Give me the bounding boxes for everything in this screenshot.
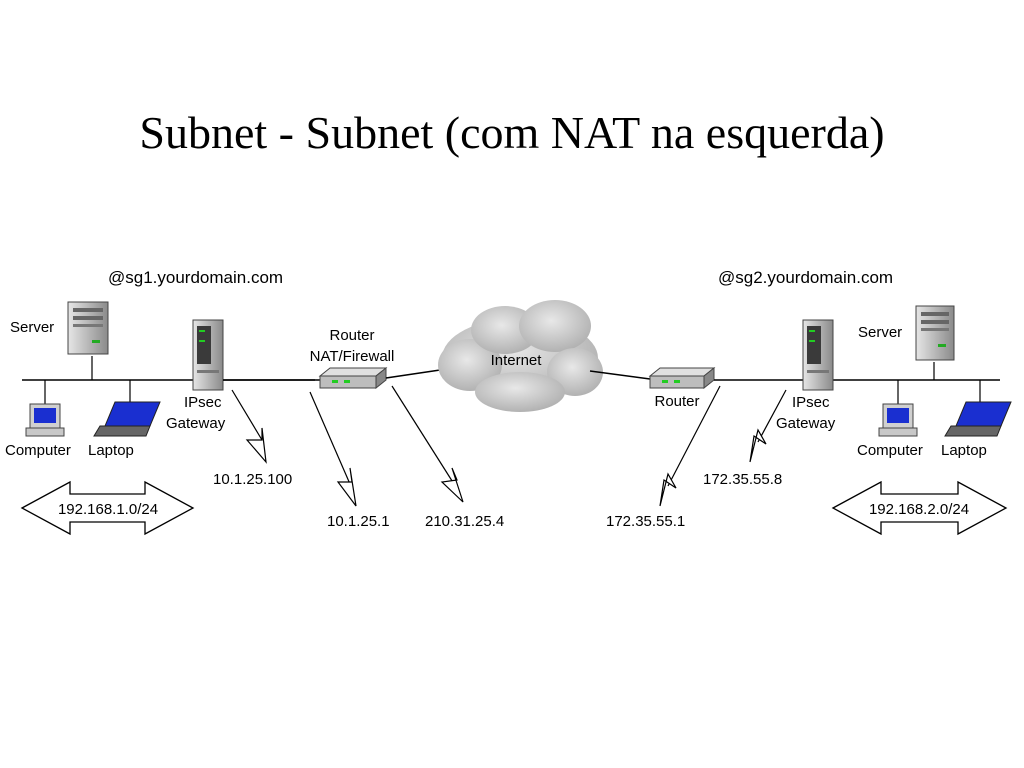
right-computer-label: Computer [857, 442, 923, 459]
right-gateway-ip-arrow [749, 389, 787, 463]
left-computer-label: Computer [5, 442, 71, 459]
left-server-icon [67, 301, 109, 355]
left-server-label: Server [10, 319, 54, 336]
right-gateway-ip-label: 172.35.55.8 [703, 471, 782, 488]
right-server-icon [915, 305, 955, 361]
left-router-outer-ip-label: 210.31.25.4 [425, 513, 504, 530]
right-laptop-label: Laptop [941, 442, 987, 459]
left-router-icon [318, 366, 388, 390]
right-gateway-label-line2: Gateway [776, 415, 836, 432]
right-subnet-arrow [831, 480, 1008, 536]
right-server-label: Server [858, 324, 902, 341]
slide-title: Subnet - Subnet (com NAT na esquerda) [139, 107, 885, 158]
left-gateway-label-line1: IPsec [184, 394, 222, 411]
right-domain-label: @sg2.yourdomain.com [718, 268, 893, 287]
left-gateway-ip-label: 10.1.25.100 [213, 471, 292, 488]
left-domain-label: @sg1.yourdomain.com [108, 268, 283, 287]
left-router-label-line2: NAT/Firewall [310, 348, 395, 365]
left-router-label-line1: Router [329, 327, 374, 344]
left-laptop-label: Laptop [88, 442, 134, 459]
left-router-inner-ip-label: 10.1.25.1 [327, 513, 390, 530]
right-router-icon [648, 366, 716, 390]
right-laptop-icon [944, 401, 1012, 437]
left-subnet-arrow [20, 480, 195, 536]
left-router-outer-ip-arrow [391, 385, 464, 503]
left-gateway-icon [192, 319, 224, 391]
internet-cloud-icon [438, 300, 603, 412]
left-gateway-ip-arrow [231, 389, 267, 464]
left-subnet-label: 192.168.1.0/24 [58, 501, 158, 518]
right-gateway-icon [802, 319, 834, 391]
internet-label: Internet [491, 352, 543, 369]
right-lan-segment [833, 362, 1000, 404]
left-computer-icon [25, 403, 65, 437]
left-router-internet-link [385, 369, 441, 379]
right-router-label: Router [654, 393, 699, 410]
right-router-ip-arrow [659, 385, 721, 507]
right-subnet-label: 192.168.2.0/24 [869, 501, 969, 518]
left-router-inner-ip-arrow [309, 391, 357, 507]
left-gateway-label-line2: Gateway [166, 415, 226, 432]
right-gateway-label-line1: IPsec [792, 394, 830, 411]
right-router-ip-label: 172.35.55.1 [606, 513, 685, 530]
right-computer-icon [878, 403, 918, 437]
internet-right-router-link [589, 370, 651, 380]
left-laptop-icon [93, 401, 161, 437]
